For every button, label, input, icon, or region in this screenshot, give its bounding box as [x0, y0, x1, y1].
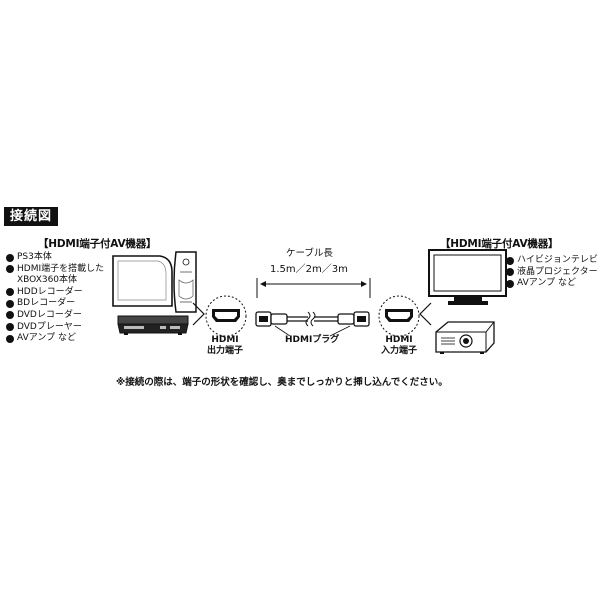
left-device-item: DVDレコーダー	[6, 310, 104, 322]
left-device-item-label: HDMI端子を搭載した	[17, 263, 105, 274]
bullet-icon	[6, 253, 14, 262]
input-port-label: HDMI 入力端子	[381, 335, 418, 356]
left-device-item-label: DVDレコーダー	[17, 309, 82, 320]
right-device-item-label: 液晶プロジェクター	[517, 266, 598, 277]
hd-television-icon	[428, 249, 507, 305]
bullet-icon	[506, 256, 514, 265]
right-device-item-label: ハイビジョンテレビ	[517, 255, 598, 265]
hdmi-cable-icon	[255, 311, 370, 337]
xbox360-console-icon	[173, 251, 197, 313]
section-title: 接続図	[4, 207, 59, 226]
bullet-icon	[6, 311, 14, 320]
bullet-icon	[6, 288, 14, 297]
input-arrow	[419, 302, 432, 326]
connection-note: ※接続の際は、端子の形状を確認し、奥までしっかりと挿し込んでください。	[116, 377, 448, 388]
left-device-item-label: HDDレコーダー	[17, 286, 83, 297]
right-device-item-label: AVアンプ など	[517, 278, 576, 289]
left-device-item-label: DVDプレーヤー	[17, 321, 82, 332]
left-device-item: HDMI端子を搭載した	[6, 264, 104, 276]
bullet-icon	[506, 268, 514, 277]
left-device-item-label: AVアンプ など	[17, 333, 76, 344]
bullet-icon	[6, 334, 14, 343]
left-device-heading: 【HDMI端子付AV機器】	[38, 238, 157, 250]
left-device-item-label: XBOX360本体	[17, 275, 78, 286]
output-arrow	[192, 302, 205, 326]
left-device-item: HDDレコーダー	[6, 287, 104, 299]
bullet-icon	[6, 265, 14, 274]
right-device-item: AVアンプ など	[506, 278, 598, 290]
hdmi-plug-label: HDMIプラグ	[285, 335, 340, 345]
output-port-label: HDMI 出力端子	[207, 335, 244, 356]
cable-length-label: ケーブル長	[286, 248, 333, 259]
cable-length-options: 1.5m／2m／3m	[270, 264, 348, 275]
left-device-item: BDレコーダー	[6, 298, 104, 310]
right-device-item: 液晶プロジェクター	[506, 267, 598, 279]
left-device-item: AVアンプ など	[6, 333, 104, 345]
right-device-item: ハイビジョンテレビ	[506, 255, 598, 267]
cable-length-dimension	[256, 278, 371, 298]
right-device-heading: 【HDMI端子付AV機器】	[440, 238, 559, 250]
hdmi-output-port-icon	[205, 295, 247, 337]
left-device-item: DVDプレーヤー	[6, 322, 104, 334]
recorder-icon	[117, 315, 189, 335]
left-device-item: PS3本体	[6, 252, 104, 264]
left-device-item-label: BDレコーダー	[17, 298, 76, 309]
left-device-item-label: PS3本体	[17, 252, 52, 262]
hdmi-input-port-icon	[378, 295, 420, 337]
left-device-item: XBOX360本体	[6, 275, 104, 287]
bullet-icon	[6, 299, 14, 308]
bullet-icon	[6, 323, 14, 332]
projector-icon	[435, 321, 495, 354]
ps3-console-icon	[112, 255, 173, 307]
bullet-icon	[506, 279, 514, 288]
